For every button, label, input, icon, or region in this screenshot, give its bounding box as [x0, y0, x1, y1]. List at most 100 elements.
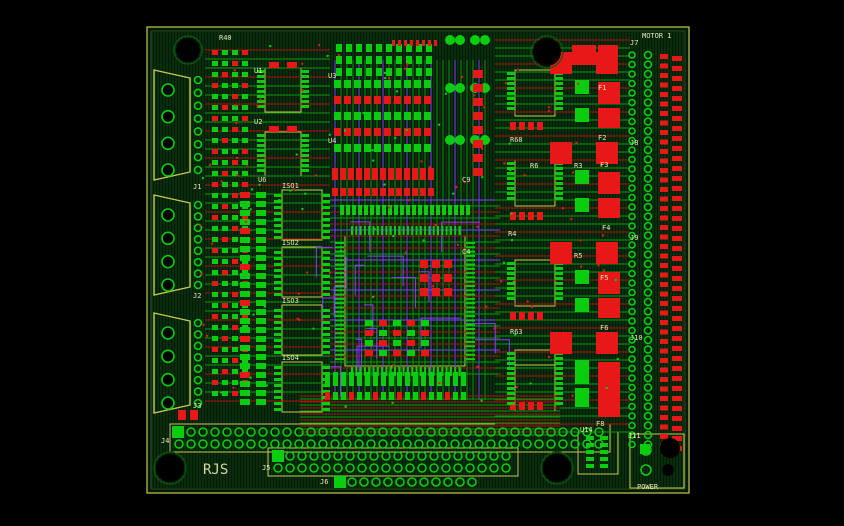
- label-r5: R5: [574, 252, 582, 260]
- pad: [507, 172, 515, 175]
- through-hole-pad: [330, 439, 340, 449]
- through-hole-pad: [643, 383, 653, 392]
- pad: [256, 336, 266, 342]
- pad: [301, 70, 309, 73]
- pad: [335, 336, 344, 339]
- pad: [301, 90, 309, 93]
- pad: [341, 372, 346, 386]
- pad: [256, 255, 266, 261]
- pad: [274, 402, 282, 405]
- round-pad: [252, 313, 255, 316]
- pad: [232, 127, 238, 132]
- jumper-trace: [465, 323, 496, 354]
- pad: [212, 226, 218, 231]
- round-pad: [444, 92, 448, 95]
- pad: [368, 367, 371, 376]
- through-hole-pad: [174, 439, 184, 449]
- round-pad: [162, 110, 174, 123]
- pad: [507, 282, 515, 285]
- pad: [397, 392, 402, 400]
- pad: [672, 376, 682, 381]
- round-pad: [198, 224, 202, 227]
- through-hole-pad: [546, 427, 556, 437]
- pad: [660, 244, 668, 249]
- pad: [274, 212, 282, 215]
- pad: [466, 205, 470, 215]
- label-f5: F5: [600, 274, 608, 282]
- pad: [376, 44, 382, 52]
- pad: [555, 287, 563, 290]
- pad: [381, 372, 386, 386]
- pad: [586, 436, 594, 440]
- pad: [335, 246, 344, 249]
- pad: [466, 263, 475, 266]
- pad: [256, 363, 266, 369]
- pad: [372, 168, 378, 180]
- pad: [507, 297, 515, 300]
- pad: [322, 390, 330, 393]
- pad: [364, 144, 371, 152]
- pad: [346, 44, 352, 52]
- pad: [322, 327, 330, 330]
- round-pad: [509, 168, 512, 172]
- pad: [212, 248, 218, 253]
- pad: [274, 269, 282, 272]
- jumper-trace: [356, 345, 390, 377]
- pad: [575, 170, 589, 184]
- pad: [344, 128, 351, 136]
- pad: [232, 358, 238, 363]
- through-hole-pad: [309, 463, 319, 473]
- label-iso2: ISO2: [282, 239, 299, 247]
- pad: [222, 204, 228, 209]
- round-pad: [612, 208, 616, 212]
- pad: [335, 250, 344, 253]
- pad: [394, 80, 401, 88]
- pad: [537, 212, 543, 220]
- through-hole-pad: [429, 451, 439, 461]
- pad: [660, 54, 668, 59]
- pad: [660, 158, 668, 164]
- label-j1: J1: [193, 183, 201, 191]
- pad: [366, 56, 372, 64]
- through-hole-pad: [570, 427, 580, 437]
- through-hole-pad: [285, 451, 295, 461]
- pad: [212, 127, 218, 132]
- pad: [357, 392, 362, 400]
- round-pad: [202, 323, 205, 327]
- pad: [507, 197, 515, 200]
- pad: [365, 372, 370, 386]
- through-hole-pad: [628, 440, 636, 449]
- round-pad: [296, 317, 299, 320]
- pad: [240, 237, 250, 243]
- pad: [232, 314, 238, 319]
- pad: [232, 61, 238, 66]
- through-hole-pad: [643, 193, 653, 202]
- round-pad: [234, 121, 238, 125]
- round-pad: [403, 67, 407, 70]
- round-pad: [391, 401, 394, 405]
- pad: [374, 96, 381, 104]
- pad: [507, 262, 515, 265]
- round-pad: [456, 243, 460, 247]
- pad: [242, 105, 248, 110]
- pad: [672, 366, 682, 371]
- through-hole-pad: [193, 165, 203, 175]
- pad: [466, 306, 475, 309]
- pad: [424, 96, 431, 104]
- through-hole-pad: [429, 463, 439, 473]
- pad: [222, 259, 228, 264]
- through-hole-pad: [462, 439, 472, 449]
- pad: [222, 83, 228, 88]
- pad: [335, 242, 344, 244]
- through-hole-pad: [628, 184, 636, 192]
- pad: [322, 212, 330, 215]
- label-j9: J9: [630, 234, 638, 242]
- pad: [384, 128, 391, 136]
- pad: [301, 139, 309, 142]
- pad: [432, 367, 435, 376]
- through-hole-pad: [193, 280, 203, 290]
- through-hole-pad: [643, 221, 653, 231]
- pad: [334, 144, 341, 152]
